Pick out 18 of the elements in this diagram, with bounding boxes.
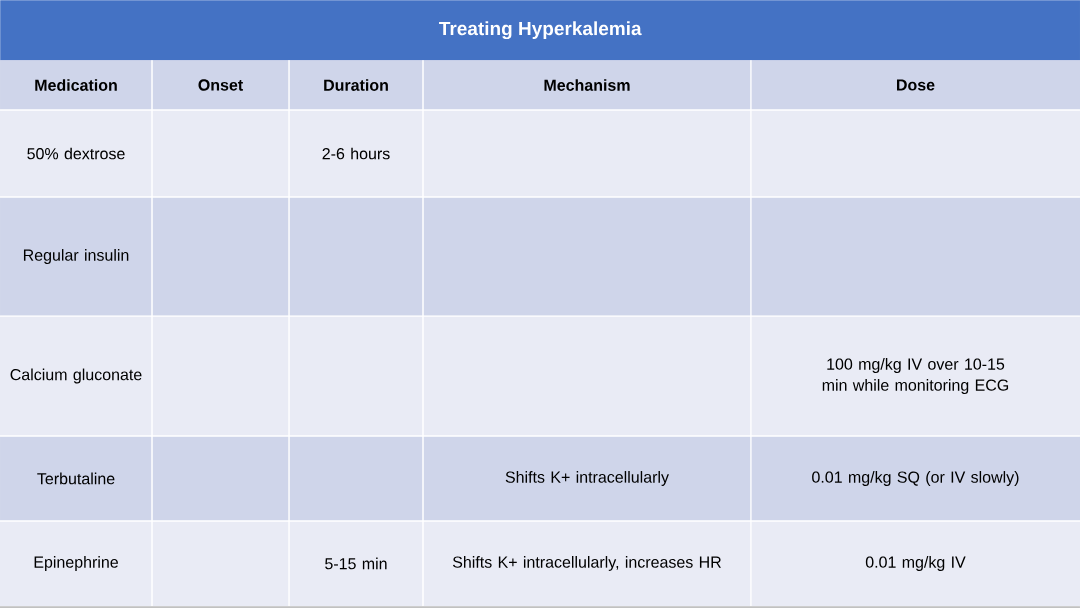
- table-cell-text: 50% dextrose: [27, 147, 125, 160]
- table-cell-text: 0.01 mg/kg IV: [865, 556, 966, 571]
- table-cell-text: Calcium gluconate: [10, 368, 142, 384]
- table-cell-text: Terbutaline: [37, 472, 115, 485]
- table-header: Duration: [324, 79, 388, 91]
- table-cell-text: Shifts K+ intracellularly, increases HR: [452, 556, 721, 571]
- table-cell-text: Shifts K+ intracellularly: [505, 471, 669, 486]
- table-header: Mechanism: [544, 79, 630, 91]
- table-cell-text: 2-6 hours: [322, 147, 390, 160]
- table-header: Dose: [897, 79, 935, 91]
- table-header: Onset: [198, 79, 243, 91]
- table-cell-text: Regular insulin: [23, 249, 129, 264]
- title-bar: Treating Hyperkalemia: [0, 0, 1080, 61]
- table-cell-text: 5-15 min: [325, 557, 387, 570]
- table-header: Medication: [35, 79, 117, 91]
- table-cell-text: Epinephrine: [34, 556, 118, 571]
- table-cell-text: 100 mg/kg IV over 10-15 min while monitoring ECG: [822, 358, 1009, 394]
- table-cell-text: 0.01 mg/kg SQ (or IV slowly): [812, 471, 1019, 486]
